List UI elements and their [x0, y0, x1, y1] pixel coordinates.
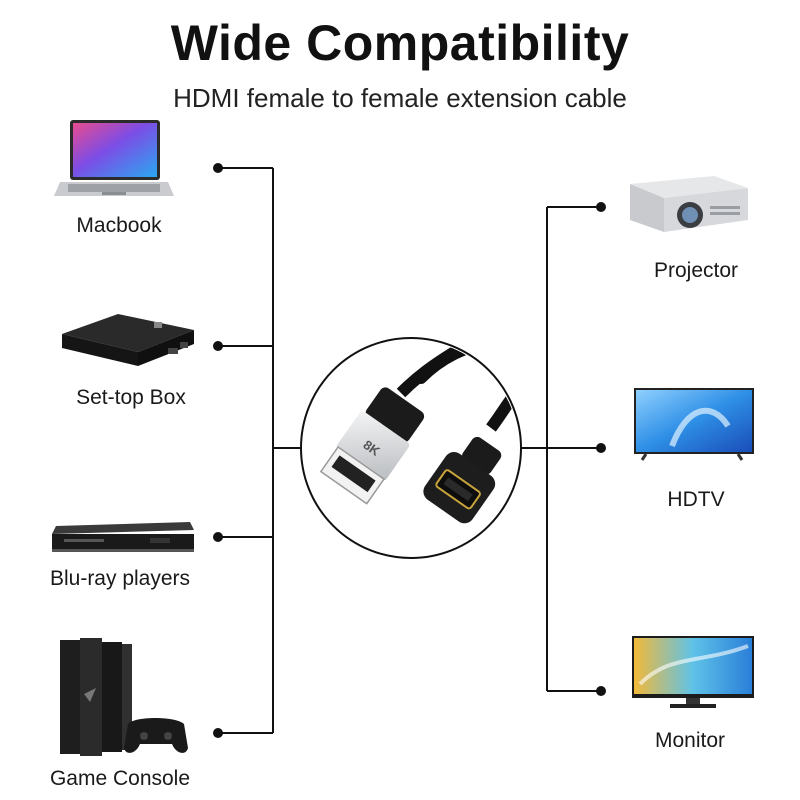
projector-icon — [630, 176, 748, 232]
device-label-game-console: Game Console — [49, 767, 191, 790]
device-label-blu-ray: Blu-ray players — [49, 567, 191, 590]
monitor-icon — [632, 636, 754, 708]
page-title: Wide Compatibility — [170, 15, 630, 71]
connector-dot — [213, 341, 223, 351]
connector-dot — [596, 202, 606, 212]
device-label-monitor: Monitor — [654, 729, 726, 752]
hdmi-cable-icon: 8K — [319, 340, 519, 524]
laptop-icon — [54, 120, 174, 196]
set-top-box-icon — [62, 314, 194, 366]
connector-dot — [213, 532, 223, 542]
page-subtitle: HDMI female to female extension cable — [173, 83, 627, 113]
device-label-projector: Projector — [653, 259, 739, 282]
device-label-set-top-box: Set-top Box — [76, 386, 186, 409]
hdtv-icon — [634, 388, 754, 461]
connector-dot — [213, 163, 223, 173]
connector-dot — [213, 728, 223, 738]
device-label-hdtv: HDTV — [667, 488, 725, 511]
blu-ray-player-icon — [52, 522, 194, 552]
connector-dot — [596, 443, 606, 453]
connector-dot — [596, 686, 606, 696]
device-label-macbook: Macbook — [76, 214, 162, 237]
game-console-icon — [60, 638, 188, 756]
